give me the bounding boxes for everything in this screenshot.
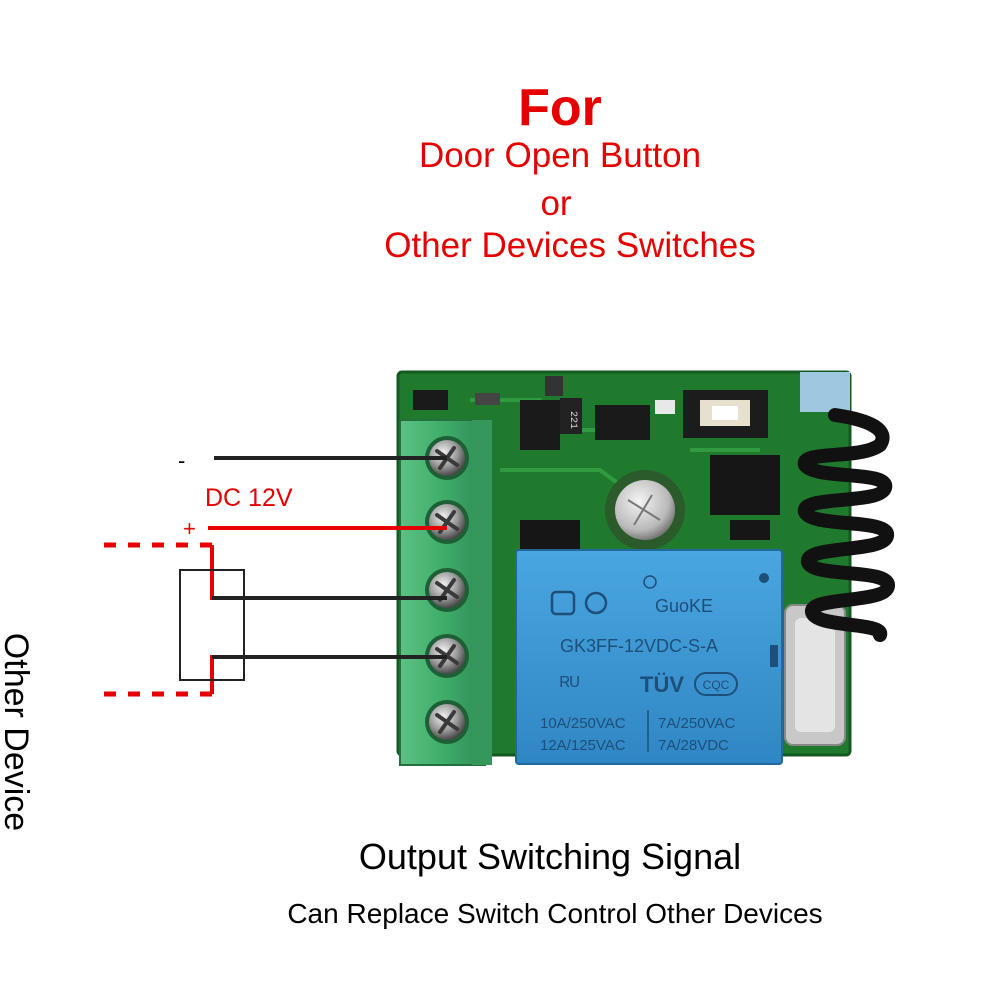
relay-rating-right-1: 7A/250VAC: [658, 715, 735, 732]
title-other-devices: Other Devices Switches: [384, 226, 756, 265]
title-or: or: [540, 184, 572, 223]
title-for: For: [518, 79, 602, 137]
screw-terminal-3: [425, 568, 469, 612]
title-door-open-button: Door Open Button: [418, 136, 702, 175]
relay-rating-left-1: 10A/250VAC: [540, 715, 626, 732]
antenna-coil: [797, 408, 895, 642]
relay-model: GK3FF-12VDC-S-A: [560, 636, 718, 656]
svg-text:ᴿᵁ: ᴿᵁ: [560, 672, 579, 697]
relay-rating-right-2: 7A/28VDC: [658, 737, 729, 754]
relay-rating-left-2: 12A/125VAC: [540, 737, 626, 754]
wires: [104, 456, 447, 697]
relay-brand: GuoKE: [655, 596, 713, 616]
screw-terminal-5: [425, 700, 469, 744]
relay-cqc: CQC: [703, 678, 730, 692]
ic-chips: [520, 455, 780, 550]
tact-switch: [683, 390, 768, 438]
label-dc-12v: DC 12V: [205, 484, 293, 512]
relay: GuoKE GK3FF-12VDC-S-A TÜV CQC ᴿᵁ 10A/250…: [515, 549, 783, 765]
resistor-code: 221: [567, 411, 578, 429]
label-negative: -: [178, 448, 186, 473]
screw-terminal-2: [425, 500, 469, 544]
footer-subtitle: Can Replace Switch Control Other Devices: [287, 898, 823, 929]
label-positive: +: [183, 516, 196, 541]
capacitor: [605, 470, 685, 550]
smd-components: 221: [413, 376, 675, 450]
crystal-oscillator: [784, 604, 846, 746]
other-device-box: [179, 569, 245, 681]
relay-cert: TÜV: [640, 672, 684, 697]
footer-title: Output Switching Signal: [358, 836, 742, 877]
label-other-device: Other Device: [0, 632, 35, 832]
